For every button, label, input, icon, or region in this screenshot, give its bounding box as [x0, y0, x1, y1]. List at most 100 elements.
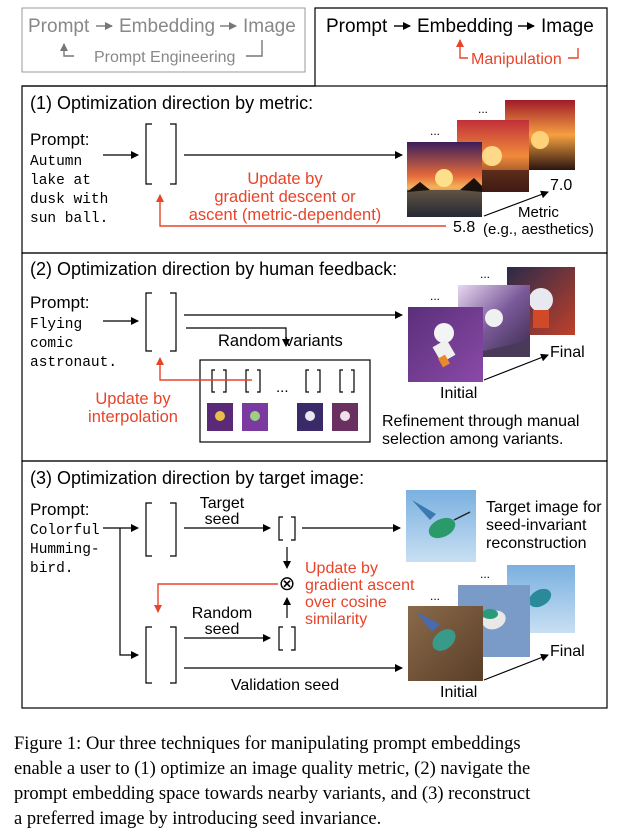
panel-1-prompt-text: Autumn lake at dusk with sun ball.	[30, 154, 108, 227]
panel-2-random-variants: Random variants	[218, 332, 343, 350]
svg-text:Update by: Update by	[95, 390, 171, 408]
panel-1-metric-sub: (e.g., aesthetics)	[483, 221, 594, 238]
svg-text:seed-invariant: seed-invariant	[486, 517, 587, 534]
header-left-image: Image	[243, 16, 296, 37]
panel-2-update-text: Update by interpolation	[88, 390, 178, 426]
panel-3-update-text: Update by gradient ascent over cosine si…	[305, 560, 415, 628]
svg-text:Flying: Flying	[30, 317, 82, 333]
svg-text:over cosine: over cosine	[305, 594, 387, 611]
svg-text:sun ball.: sun ball.	[30, 211, 108, 227]
panel-2-dots-2: ...	[480, 267, 490, 281]
panel-1-embedding-bracket	[145, 123, 177, 185]
panel-2-initial-label: Initial	[440, 385, 477, 402]
svg-text:Update by: Update by	[247, 170, 323, 188]
svg-text:Update by: Update by	[305, 560, 378, 577]
header-right-flow: Prompt Embedding Image	[326, 16, 594, 37]
panel-1-update-arrow	[156, 194, 446, 227]
panel-3-final-label: Final	[550, 643, 585, 660]
svg-text:Target: Target	[200, 495, 245, 512]
panel-2-variants-ellipsis: ...	[276, 379, 289, 396]
panel-2-update-arrow	[156, 357, 252, 381]
panel-3-prompt-text: Colorful Humming- bird.	[30, 523, 100, 577]
panel-3-dots-2: ...	[480, 567, 490, 581]
svg-text:selection among variants.: selection among variants.	[382, 431, 563, 448]
caption-line: Figure 1: Our three techniques for manip…	[14, 734, 521, 754]
panel-2-final-arrow	[483, 353, 549, 381]
header-right-prompt: Prompt	[326, 16, 388, 37]
header-left-box	[21, 7, 306, 73]
header-left-loop-left	[60, 43, 74, 57]
panel-2-refinement-text: Refinement through manual selection amon…	[382, 413, 579, 448]
method-diagram: Prompt Embedding Image Prompt Engineerin…	[21, 7, 608, 709]
caption-line: enable a user to (1) optimize an image q…	[14, 759, 531, 779]
caption-line: a preferred image by introducing seed in…	[14, 809, 382, 829]
svg-text:astronaut.: astronaut.	[30, 355, 117, 371]
header-right-image: Image	[541, 16, 594, 37]
svg-text:Humming-: Humming-	[30, 542, 100, 558]
panel-2-variants-box	[199, 359, 371, 443]
panel-3-random-embedding	[278, 626, 296, 651]
panel-1-metric-high: 7.0	[550, 177, 572, 194]
svg-text:seed: seed	[205, 511, 240, 528]
panel-1-dots-2: ...	[478, 102, 488, 116]
header-right-sub: Manipulation	[471, 51, 562, 68]
panel-3-final-arrow	[483, 653, 549, 681]
panel-1-metric-label: Metric	[518, 204, 559, 221]
svg-text:Colorful: Colorful	[30, 523, 100, 539]
svg-text:interpolation: interpolation	[88, 408, 178, 426]
svg-text:bird.: bird.	[30, 561, 74, 577]
header-left-loop-right	[246, 40, 263, 57]
header-left-sub: Prompt Engineering	[94, 49, 235, 66]
svg-text:comic: comic	[30, 336, 74, 352]
panel-2-embedding-bracket	[145, 292, 177, 352]
header-right-embedding: Embedding	[417, 16, 513, 37]
svg-text:Autumn: Autumn	[30, 154, 82, 170]
svg-text:Refinement through manual: Refinement through manual	[382, 413, 579, 430]
panel-3-prompt-label: Prompt:	[30, 500, 90, 519]
panel-3-embedding-bracket-top	[145, 502, 177, 557]
panel-2-variant-brackets	[211, 369, 355, 393]
panel-2-dots-1: ...	[430, 289, 440, 303]
panel-1-prompt-label: Prompt:	[30, 130, 90, 149]
panel-3-prompt-arrow-bottom	[119, 528, 139, 659]
panel-3-target-image-text: Target image for seed-invariant reconstr…	[486, 499, 602, 552]
svg-text:gradient ascent: gradient ascent	[305, 577, 415, 594]
panel-3-embedding-bracket-bottom	[145, 626, 177, 684]
panel-3-target-embedding	[278, 516, 296, 541]
caption-line: prompt embedding space towards nearby va…	[14, 784, 531, 804]
panel-3-target-seed-text: Target seed	[200, 495, 245, 528]
header-left-flow: Prompt Embedding Image	[28, 16, 296, 37]
panel-2-prompt-text: Flying comic astronaut.	[30, 317, 117, 371]
svg-text:Random: Random	[192, 605, 252, 622]
svg-text:lake at: lake at	[30, 173, 91, 189]
panel-3-title: (3) Optimization direction by target ima…	[30, 468, 364, 488]
figure-caption: Figure 1: Our three techniques for manip…	[14, 732, 610, 832]
panel-3-image-front	[408, 606, 483, 681]
panel-2-variant-thumbs	[207, 403, 358, 431]
svg-text:Target image for: Target image for	[486, 499, 602, 516]
svg-text:dusk with: dusk with	[30, 192, 108, 208]
panel-3-target-image	[406, 490, 476, 562]
panel-3-dots-1: ...	[430, 589, 440, 603]
svg-text:gradient descent or: gradient descent or	[214, 188, 356, 206]
panel-2-prompt-label: Prompt:	[30, 293, 90, 312]
panel-2-title: (2) Optimization direction by human feed…	[30, 259, 397, 279]
svg-text:reconstruction: reconstruction	[486, 535, 587, 552]
svg-text:similarity: similarity	[305, 611, 367, 628]
header-left-embedding: Embedding	[119, 16, 215, 37]
svg-text:seed: seed	[205, 621, 240, 638]
panel-3-update-arrow	[154, 583, 278, 613]
panel-3-otimes: ⊗	[279, 573, 296, 595]
panel-3-initial-label: Initial	[440, 684, 477, 701]
header-tab-outline	[22, 7, 608, 87]
panel-3-validation-seed: Validation seed	[231, 677, 339, 694]
panel-1-image-front	[407, 142, 482, 217]
panel-1-update-text: Update by gradient descent or ascent (me…	[189, 170, 382, 224]
svg-text:ascent (metric-dependent): ascent (metric-dependent)	[189, 206, 382, 224]
panel-1-metric-arrow	[483, 190, 549, 217]
header-left-prompt: Prompt	[28, 16, 90, 37]
panel-3-box	[21, 460, 608, 709]
panel-1-title: (1) Optimization direction by metric:	[30, 93, 313, 113]
panel-2-random-arrow	[186, 327, 290, 347]
panel-1-metric-low: 5.8	[453, 219, 475, 236]
